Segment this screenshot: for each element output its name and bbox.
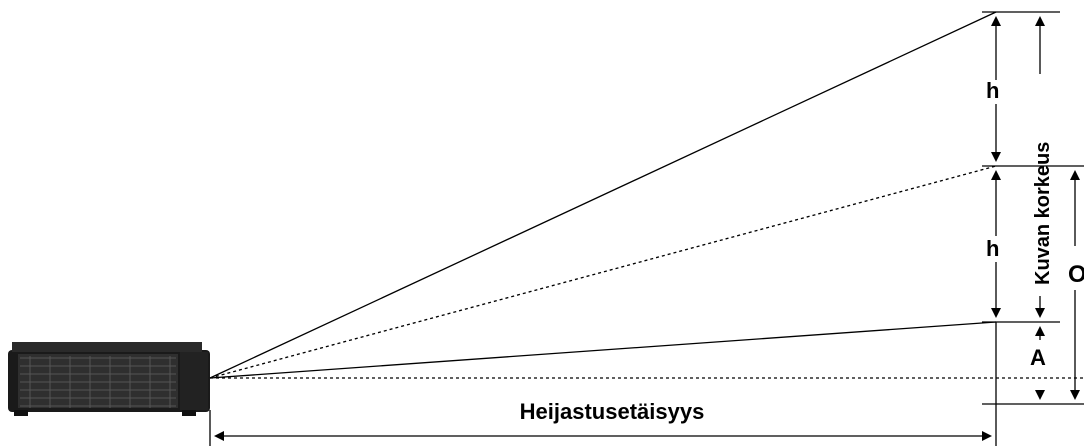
- mid-ray-dashed: [209, 165, 997, 379]
- throw-distance-dimension: [209, 322, 997, 446]
- h-bottom-label: h: [986, 236, 999, 261]
- projector-icon: [8, 342, 210, 416]
- offset-label: O: [1068, 261, 1084, 288]
- h-top-label: h: [986, 78, 999, 103]
- a-label: A: [1030, 345, 1046, 370]
- top-ray: [209, 11, 997, 379]
- lower-ray: [209, 321, 997, 379]
- image-height-label: Kuvan korkeus: [1032, 142, 1054, 285]
- reference-lines: [982, 11, 1084, 405]
- throw-distance-label: Heijastusetäisyys: [520, 399, 705, 424]
- projection-rays: [209, 11, 1084, 379]
